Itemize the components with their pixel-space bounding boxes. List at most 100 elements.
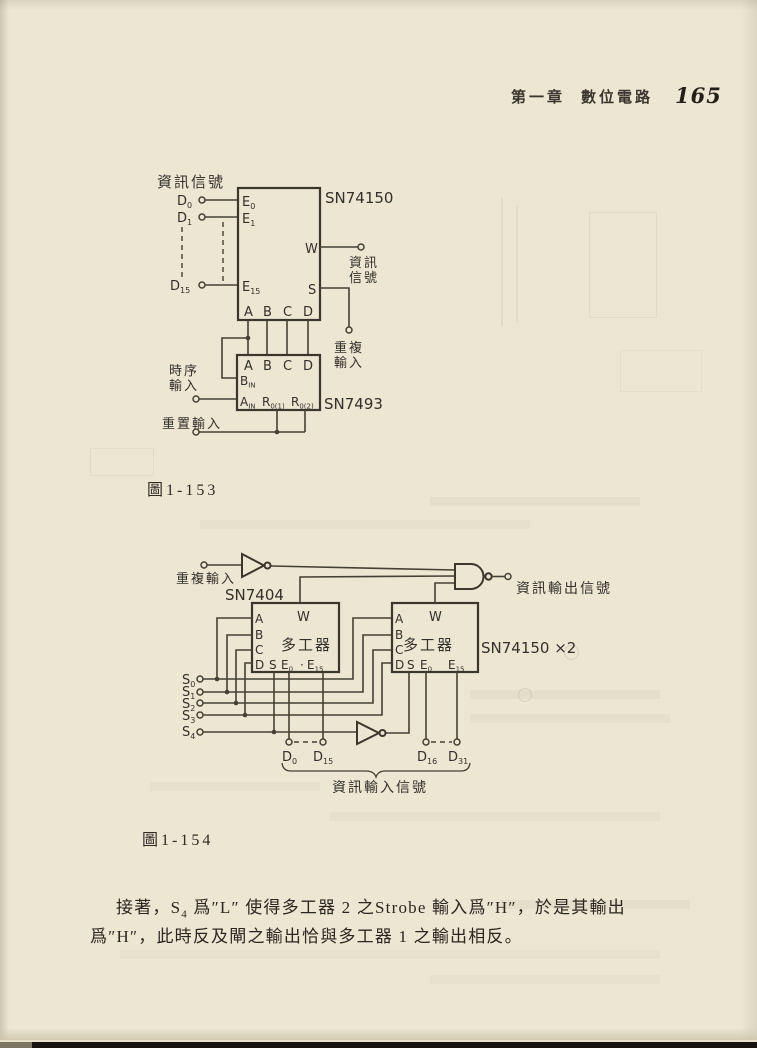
fig2-input-brace: 資訊輸入信號 [281,762,471,796]
svg-text:重複: 重複 [334,340,364,355]
svg-text:重置輸入: 重置輸入 [162,416,222,431]
svg-text:S: S [407,658,415,672]
svg-text:E15: E15 [448,658,465,674]
svg-text:E0: E0 [420,658,432,674]
svg-text:C: C [283,305,292,320]
svg-text:R0(2): R0(2) [291,395,314,411]
svg-text:W: W [297,610,310,625]
svg-text:W: W [305,242,318,257]
svg-text:E15: E15 [307,658,324,674]
bleedthrough-rect [620,350,702,392]
fig1-sn74150-pin-labels: E0 E1 E15 W S A B C D [242,195,318,320]
svg-text:W: W [429,610,442,625]
section-title: 數位電路 [581,90,654,106]
page-bottom-shading [0,1028,757,1042]
svg-text:S2: S2 [182,697,195,713]
fig2-chip-label: SN74150 ×2 [481,639,576,657]
svg-text:輸入: 輸入 [169,378,199,393]
fig1-data-signal-label: 資訊信號 [157,174,225,191]
fig2-mux1-labels: W 多工器 A B C D S E0 · E15 [255,610,332,674]
bleedthrough-rect [589,212,657,318]
nand-gate-body [454,563,485,590]
terminal [357,243,365,251]
svg-text:D: D [303,359,313,374]
terminal [192,395,200,403]
terminal [200,561,208,569]
svg-text:A: A [395,612,404,626]
svg-text:D31: D31 [448,750,468,766]
terminal [285,738,293,746]
inverter-gate [356,720,382,746]
terminal [504,572,512,581]
svg-text:輸入: 輸入 [334,355,364,370]
svg-text:A: A [244,359,253,374]
terminal [319,738,327,746]
subscript: 4 [181,908,188,921]
figure2-caption: 圖1-154 [142,832,214,849]
fig2-mux1-chip [250,601,341,674]
nand-bubble [484,572,493,581]
inverter-bubble [378,729,387,737]
fig1-w-output: 資訊 信號 [320,243,379,285]
fig1-strobe-input: 重複 輸入 [320,287,364,370]
svg-text:C: C [283,359,292,374]
terminal [196,675,204,683]
svg-text:D0: D0 [177,194,192,210]
terminal [196,728,204,736]
svg-text:E0: E0 [242,195,255,211]
svg-text:S: S [269,658,277,672]
svg-text:R0(1): R0(1) [262,395,285,411]
svg-text:B: B [263,305,272,320]
body-paragraph-line1: 接著，S4 爲″L″ 使得多工器 2 之Strobe 輸入爲″H″，於是其輸出 [116,898,626,921]
running-head: 第一章 數位電路 165 [511,82,722,108]
svg-text:D15: D15 [313,750,333,766]
fig2-output-label: 資訊輸出信號 [516,581,612,597]
svg-text:D: D [395,658,404,672]
fig1-sn74150-chip [236,186,322,322]
terminal [453,738,461,746]
svg-text:S: S [308,283,316,298]
bleedthrough-line [120,950,660,959]
svg-text:BIN: BIN [240,374,256,390]
svg-text:D: D [255,658,264,672]
svg-text:S0: S0 [182,673,195,689]
figure2-circuit-diagram: 重複輸入 SN7404 W 多工器 A B C D S E0 · E15 [176,552,612,796]
svg-text:·: · [300,658,304,672]
svg-text:A: A [244,305,253,320]
bleedthrough-line [200,520,530,529]
terminal [198,196,206,204]
bleedthrough-line [516,205,518,323]
body-paragraph-line2: 爲″H″，此時反及閘之輸出恰與多工器 1 之輸出相反。 [90,927,523,946]
fig1-chip1-label: SN74150 [325,189,393,207]
svg-text:B: B [263,359,272,374]
fig1-clock-input: 時序 輸入 [169,363,237,403]
svg-text:S4: S4 [182,725,195,741]
figure1-caption: 圖1-153 [147,482,219,499]
svg-text:B: B [255,628,263,642]
svg-text:D16: D16 [417,750,437,766]
svg-text:S1: S1 [182,685,195,701]
bleedthrough-line [430,975,660,984]
terminal [198,281,206,289]
figure1-circuit-diagram: 資訊信號 SN74150 SN7493 D0 D1 D15 E0 E1 E15 … [157,174,393,436]
fig2-mux1-wires: D0 D15 [216,575,456,766]
terminal [198,213,206,221]
svg-text:D1: D1 [177,211,192,227]
fig1-reset-input: 重置輸入 [162,410,306,436]
svg-text:E15: E15 [242,280,260,296]
terminal [196,688,204,696]
fig2-select-inputs: S0 S1 S2 S3 S4 [182,617,392,741]
svg-text:資訊: 資訊 [349,255,379,270]
fig1-sn7493-pin-labels: A B C D BIN AIN R0(1) R0(2) [240,359,314,411]
terminal [345,326,353,334]
scan-bottom-band-left [0,1042,32,1048]
svg-text:D15: D15 [170,279,190,295]
svg-text:多工器: 多工器 [281,637,332,654]
svg-text:SN7404: SN7404 [225,586,284,604]
svg-text:S3: S3 [182,709,195,725]
page-number: 165 [675,83,722,108]
scan-bottom-band [32,1042,757,1048]
svg-text:C: C [255,643,263,657]
fig2-nand-gate: 資訊輸出信號 [454,563,612,597]
